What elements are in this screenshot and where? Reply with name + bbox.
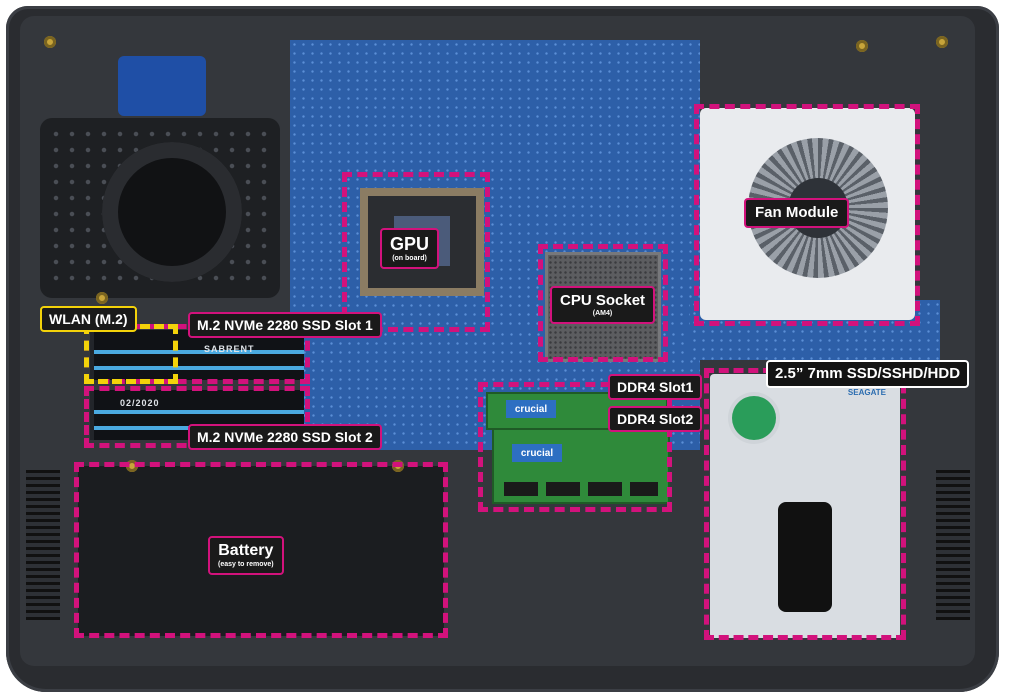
ssd-slot1-label: M.2 NVMe 2280 SSD Slot 1 (188, 312, 382, 338)
left-heatsink-fan (40, 118, 280, 298)
wlan-callout (84, 324, 178, 384)
ddr4-slot2-label: DDR4 Slot2 (608, 406, 703, 432)
gpu-label: GPU (on board) (380, 228, 440, 269)
ram-callout (478, 382, 672, 512)
ram-brand-label: crucial (506, 400, 556, 418)
gpu-label-text: GPU (390, 234, 430, 254)
screw (44, 36, 56, 48)
ram-module-2: crucial (492, 428, 670, 504)
right-vents (936, 470, 970, 620)
ram-brand-label: crucial (512, 444, 562, 462)
cpu-label: CPU Socket (AM4) (550, 286, 656, 324)
ssd-module-1: SABRENT (90, 330, 304, 380)
ssd-stripe (94, 338, 304, 378)
drive-badge-icon (732, 396, 776, 440)
battery-label: Battery (easy to remove) (208, 536, 284, 575)
fan-hub (102, 142, 242, 282)
wlan-label: WLAN (M.2) (40, 306, 137, 332)
blue-module (118, 56, 206, 116)
hdd-label: 2.5” 7mm SSD/SSHD/HDD (766, 360, 970, 388)
cpu-label-sub: (AM4) (592, 310, 613, 317)
ddr4-slot1-label: DDR4 Slot1 (608, 374, 703, 400)
screw (96, 292, 108, 304)
cpu-label-text: CPU Socket (560, 292, 646, 309)
screw (936, 36, 948, 48)
battery-label-sub: (easy to remove) (218, 561, 274, 568)
screw (856, 40, 868, 52)
hdd-callout (704, 368, 906, 640)
fan-callout (694, 104, 920, 326)
ssd-slot2-label: M.2 NVMe 2280 SSD Slot 2 (188, 424, 382, 450)
hard-drive: SEAGATE (710, 374, 900, 638)
left-vents (26, 470, 60, 620)
battery-label-text: Battery (218, 542, 274, 559)
hdd-brand: SEAGATE (847, 388, 886, 397)
gpu-callout (342, 172, 490, 332)
ssd-brand: SABRENT (204, 344, 255, 354)
ssd-date: 02/2020 (120, 398, 160, 408)
battery-callout (74, 462, 448, 638)
cpu-callout (538, 244, 668, 362)
ram-chips (504, 482, 658, 496)
hdd-cutout (778, 502, 832, 612)
gpu-label-sub: (on board) (392, 255, 427, 262)
fan-label: Fan Module (744, 198, 850, 228)
